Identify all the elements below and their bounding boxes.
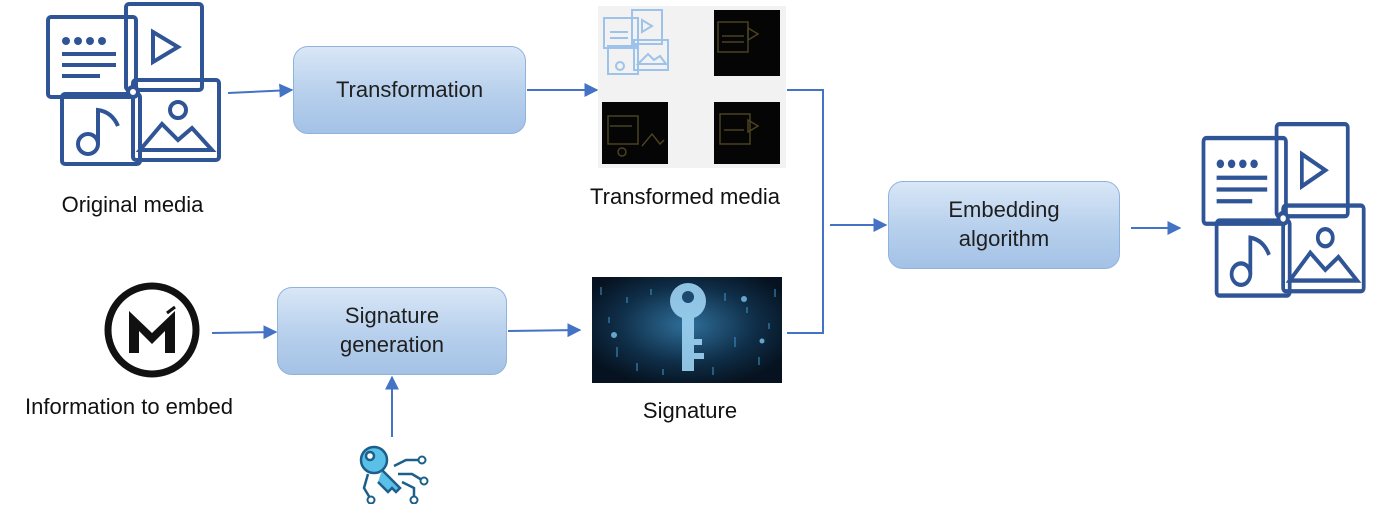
- signature-generation-label: Signature generation: [340, 303, 444, 357]
- signature-generation-box: Signature generation: [277, 287, 507, 375]
- embedding-algorithm-box: Embedding algorithm: [888, 181, 1120, 269]
- digital-key-image: [592, 277, 782, 383]
- original-media-label: Original media: [61, 192, 204, 217]
- arrow-signature-generation-to-signature: [507, 323, 582, 338]
- transformation-box: Transformation: [293, 46, 526, 134]
- circuit-key-icon: [359, 445, 429, 504]
- transformed-media-tiles: [598, 6, 786, 168]
- m-logo-icon: [104, 282, 200, 378]
- arrow-original-to-transformation: [227, 83, 294, 98]
- arrow-information-to-signature-generation: [211, 325, 278, 340]
- transformed-media-label: Transformed media: [590, 184, 780, 209]
- embedding-algorithm-label: Embedding algorithm: [948, 197, 1060, 251]
- information-label: Information to embed: [25, 394, 233, 419]
- signature-label: Signature: [642, 398, 738, 423]
- transformation-label: Transformation: [335, 76, 484, 102]
- connector-transformed-media-merge: [787, 89, 824, 334]
- output-media-icon: [1201, 122, 1366, 298]
- media-collage-icon: [46, 2, 221, 166]
